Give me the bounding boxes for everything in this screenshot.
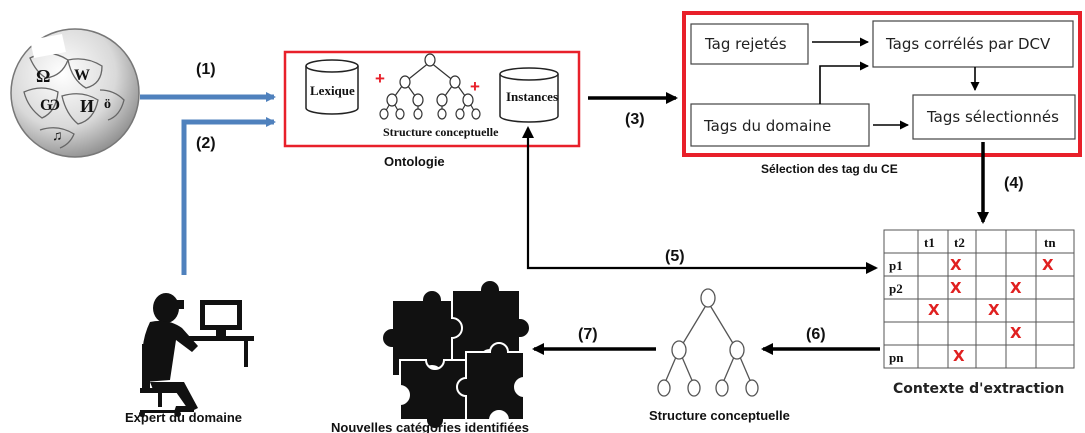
- tag-domain-box: Tags du domaine: [703, 117, 831, 135]
- instances-database-icon: [499, 67, 559, 123]
- matrix-row-pn: pn: [889, 350, 904, 365]
- matrix-mark: X: [988, 301, 1000, 319]
- ontology-caption: Ontologie: [384, 154, 445, 169]
- matrix-col-t1: t1: [924, 235, 935, 250]
- wikipedia-globe-icon: Ω W Ѡ И ♫ ö: [10, 28, 140, 158]
- blue-arrow-2: [181, 117, 276, 275]
- svg-text:W: W: [74, 67, 90, 84]
- plus-right: +: [470, 77, 480, 96]
- selection-caption: Sélection des tag du CE: [761, 162, 898, 176]
- matrix-col-t2: t2: [954, 235, 965, 250]
- expert-caption: Expert du domaine: [125, 410, 242, 425]
- step-2-label: (2): [196, 135, 216, 152]
- step-1-label: (1): [196, 61, 216, 78]
- ontology-box: Lexique +: [283, 50, 581, 148]
- concept-tree-icon: [379, 53, 481, 120]
- matrix-col-tn: tn: [1044, 235, 1056, 250]
- matrix-mark: X: [950, 279, 962, 297]
- plus-left: +: [375, 69, 385, 88]
- svg-text:И: И: [80, 96, 94, 116]
- matrix-mark: X: [928, 301, 940, 319]
- svg-text:Ѡ: Ѡ: [40, 97, 60, 114]
- step-7-label: (7): [578, 326, 598, 343]
- matrix-mark: X: [953, 347, 965, 365]
- matrix-row-p1: p1: [889, 258, 903, 273]
- categories-caption: Nouvelles catégories identifiées: [331, 420, 529, 433]
- matrix-mark: X: [1010, 324, 1022, 342]
- step-6-label: (6): [806, 326, 826, 343]
- structure-inner-label: Structure conceptuelle: [383, 125, 499, 139]
- matrix-mark: X: [1042, 256, 1054, 274]
- svg-text:ö: ö: [104, 97, 111, 112]
- extraction-context-matrix: [883, 229, 1075, 369]
- step-4-label: (4): [1004, 175, 1024, 192]
- step-3-label: (3): [625, 111, 645, 128]
- tag-selected-box: Tags sélectionnés: [926, 108, 1059, 126]
- tag-rejected-box: Tag rejetés: [704, 35, 787, 53]
- matrix-mark: X: [1010, 279, 1022, 297]
- matrix-mark: X: [950, 256, 962, 274]
- lexique-database-icon: [305, 59, 359, 115]
- person-at-computer-icon: [139, 293, 254, 417]
- puzzle-pieces-icon: [381, 279, 531, 430]
- lexique-label: Lexique: [310, 83, 355, 98]
- matrix-row-p2: p2: [889, 281, 903, 296]
- step-5-label: (5): [665, 248, 685, 265]
- arrow-5: [522, 126, 878, 274]
- concept-structure-tree: [657, 288, 759, 397]
- svg-text:♫: ♫: [52, 129, 63, 144]
- context-caption: Contexte d'extraction: [893, 381, 1064, 397]
- tag-correlated-box: Tags corrélés par DCV: [885, 35, 1051, 53]
- instances-label: Instances: [506, 89, 558, 104]
- svg-text:Ω: Ω: [36, 66, 50, 86]
- structure-caption: Structure conceptuelle: [649, 408, 790, 423]
